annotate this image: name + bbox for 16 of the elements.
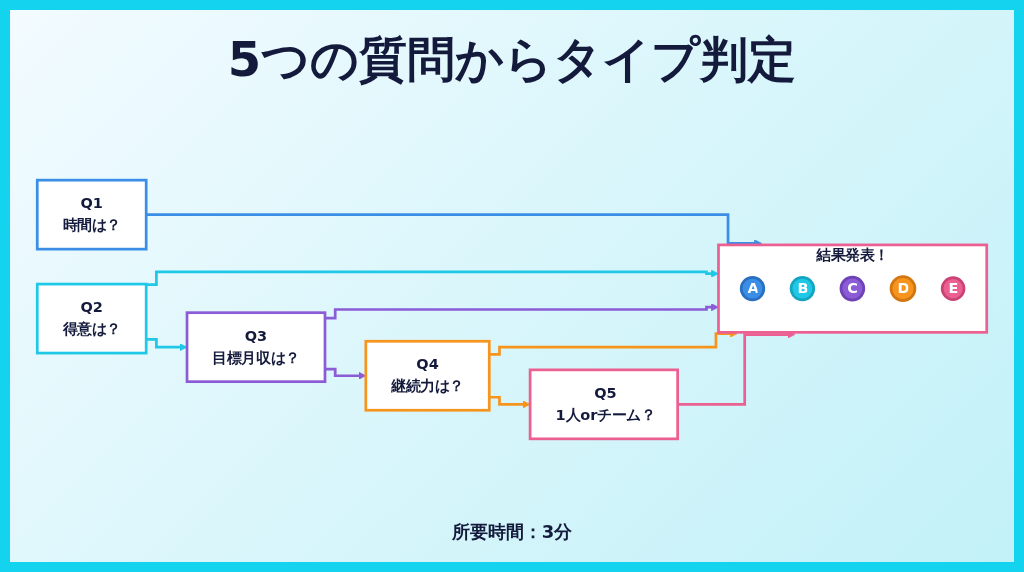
- title: 5つの質問からタイプ判定: [227, 31, 797, 87]
- node-box: Q3 目標月収は？: [185, 311, 327, 384]
- caption: 所要時間：3分: [451, 521, 573, 542]
- arrow: [146, 269, 719, 286]
- arrow: [146, 338, 188, 352]
- node-circle: C: [839, 275, 866, 302]
- arrow: [325, 303, 719, 320]
- node-circle: B: [789, 275, 816, 302]
- node-box: Q1 時間は？: [35, 178, 148, 251]
- node-box: Q2 得意は？: [35, 282, 148, 355]
- node-box: Q5 1人orチーム？: [528, 368, 679, 441]
- arrow: [489, 329, 738, 356]
- node-circle: D: [889, 275, 917, 302]
- arrow: [489, 395, 531, 409]
- node-box: Q4 継続力は？: [364, 339, 491, 412]
- node-circle: E: [940, 276, 966, 301]
